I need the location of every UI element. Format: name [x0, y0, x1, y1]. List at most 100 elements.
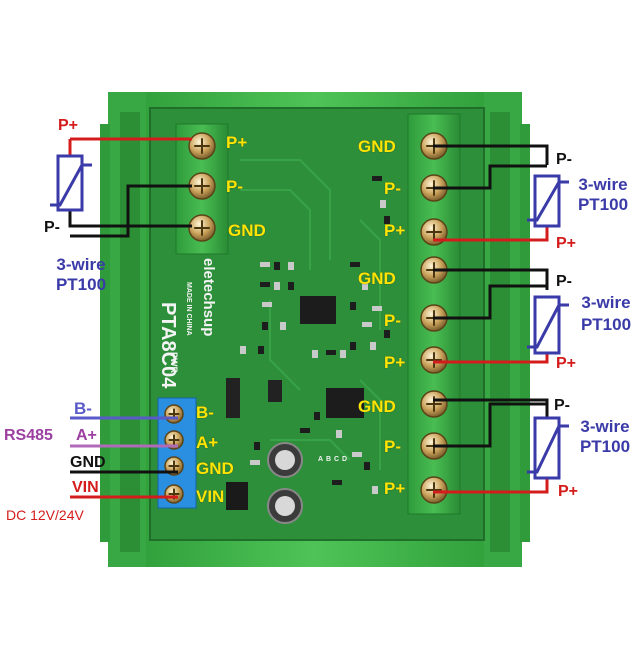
wire-label-a-plus: A+ — [76, 427, 97, 444]
wire-label-b-minus: B- — [74, 399, 92, 418]
smd-part — [250, 460, 260, 465]
origin-silkscreen: MADE IN CHINA — [185, 282, 192, 336]
terminal-label-right-p-minus-1: P- — [384, 179, 401, 198]
terminal-label-left-p-plus: P+ — [226, 133, 248, 152]
capacitor-top — [275, 496, 295, 516]
sensor-label-r2-line2: PT100 — [580, 315, 632, 334]
smd-part — [336, 430, 342, 438]
regulator — [226, 482, 248, 510]
pwr-silkscreen: PWR — [169, 352, 179, 373]
ic-chips — [226, 296, 364, 510]
trace — [240, 159, 331, 260]
model-silkscreen: PTA8C04 — [157, 302, 179, 389]
case-left-tab — [100, 124, 110, 542]
screw — [188, 172, 216, 200]
wire-r3-p-plus — [433, 478, 549, 494]
wire-left-gnd — [68, 210, 192, 228]
sensor-label-r3-line2: PT100 — [579, 437, 631, 456]
smd-part — [314, 412, 320, 420]
smd-part — [350, 262, 360, 267]
smd-part — [258, 346, 264, 354]
smd-part — [372, 306, 382, 311]
trace — [359, 379, 381, 470]
terminal-label-right-p-minus-3: P- — [384, 437, 401, 456]
smd-part — [362, 282, 368, 290]
left-screws — [188, 132, 216, 242]
sensor-label-r1-line2: PT100 — [577, 195, 629, 214]
wire-label-gnd: GND — [70, 454, 106, 471]
brand-silkscreen: eletechsup — [200, 258, 217, 337]
left-terminal-block — [175, 123, 229, 255]
sensor-label-r1-line1: 3-wire — [578, 175, 628, 194]
ic-chip — [226, 378, 240, 418]
terminal-label-gnd: GND — [196, 459, 234, 478]
wire-label-left-p-minus: P- — [44, 219, 60, 236]
smd-part — [384, 330, 390, 338]
terminal-label-right-gnd-1: GND — [358, 137, 396, 156]
pt100-sensor-right-2 — [527, 295, 569, 355]
wires — [68, 137, 549, 499]
smd-part — [384, 216, 390, 224]
chip-letter-c: C — [334, 456, 340, 463]
trace — [270, 439, 351, 461]
wire-label-r3-p-minus: P- — [554, 397, 570, 414]
smd-part — [254, 442, 260, 450]
wire-r2-gnd — [433, 268, 549, 290]
terminal-label-right-gnd-3: GND — [358, 397, 396, 416]
trace — [269, 300, 301, 391]
terminal-label-vin: VIN — [196, 487, 225, 506]
smd-part — [370, 342, 376, 350]
screw-slot — [194, 138, 210, 154]
smd-components — [240, 176, 390, 494]
wire-label-r3-p-plus: P+ — [558, 483, 579, 500]
smd-part — [262, 322, 268, 330]
terminal-label-a-plus: A+ — [196, 433, 219, 452]
smd-part — [312, 350, 318, 358]
screw — [420, 390, 448, 418]
smd-part — [372, 176, 382, 181]
capacitors — [267, 442, 303, 524]
terminal-label-right-p-plus-2: P+ — [384, 353, 406, 372]
ic-chip — [300, 296, 336, 324]
ic-chip — [326, 388, 364, 418]
case-right-tab — [520, 124, 530, 542]
smd-part — [364, 462, 370, 470]
smd-part — [280, 322, 286, 330]
terminal-label-right-p-plus-1: P+ — [384, 221, 406, 240]
smd-part — [340, 350, 346, 358]
wire-label-r1-p-minus: P- — [556, 151, 572, 168]
terminal-label-right-p-plus-3: P+ — [384, 479, 406, 498]
smd-part — [332, 480, 342, 485]
chip-letter-d: D — [342, 456, 348, 463]
pt100-sensor-right-1 — [527, 174, 569, 228]
smd-part — [350, 342, 356, 350]
smd-part — [260, 262, 270, 267]
terminal-label-left-p-minus: P- — [226, 177, 243, 196]
smd-part — [240, 346, 246, 354]
smd-part — [300, 428, 310, 433]
chip-letter-b: B — [326, 456, 332, 463]
smd-part — [288, 262, 294, 270]
wire-r3-p-minus — [433, 402, 547, 448]
right-terminal-block — [407, 113, 461, 515]
case-left-slot — [120, 112, 140, 552]
dc-supply-label: DC 12V/24V — [6, 507, 84, 523]
screw-slot — [168, 460, 180, 472]
screw — [188, 132, 216, 160]
thermistor-arrow — [50, 163, 92, 207]
wire-label-left-p-plus: P+ — [58, 117, 79, 134]
smd-part — [350, 302, 356, 310]
wire-r2-p-minus — [433, 284, 547, 320]
screw — [188, 214, 216, 242]
smd-part — [326, 350, 336, 355]
right-screws — [420, 132, 448, 504]
sensor-label-left-line2: PT100 — [55, 275, 107, 294]
screw-slot — [194, 178, 210, 194]
sensor-label-r3-line1: 3-wire — [580, 417, 630, 436]
thermistor-arrow — [527, 303, 569, 349]
ic-chip — [268, 380, 282, 402]
terminal-label-left-gnd: GND — [228, 221, 266, 240]
sensor-label-left-line1: 3-wire — [56, 255, 106, 274]
